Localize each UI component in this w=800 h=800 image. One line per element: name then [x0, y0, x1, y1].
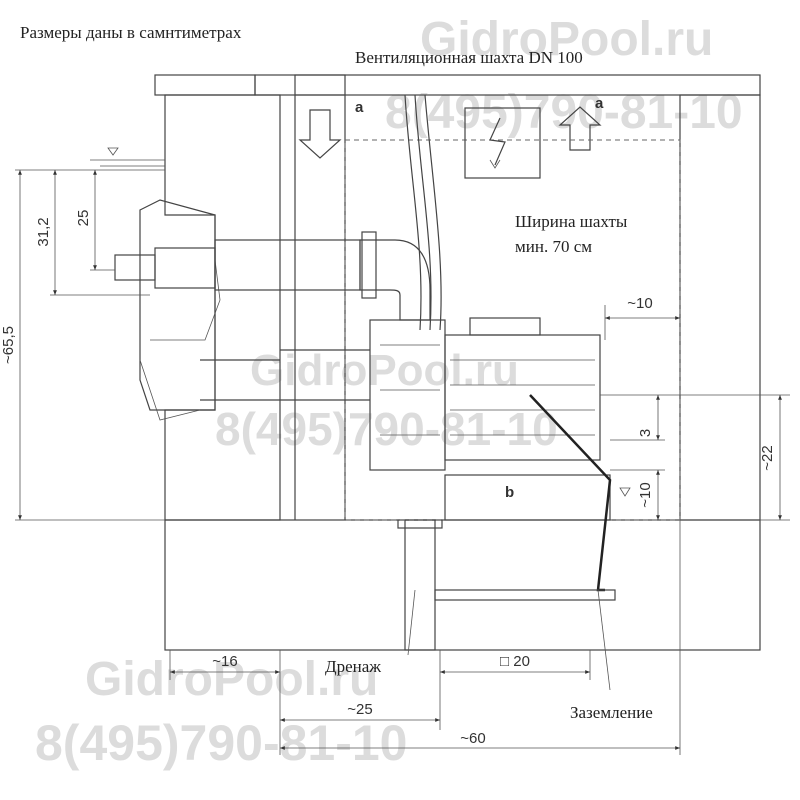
dim-bottom-20: □ 20 — [500, 653, 530, 670]
air-down-arrow-icon — [298, 109, 342, 159]
vent-shaft — [294, 95, 346, 520]
dim-bottom-25: ~25 — [347, 701, 372, 718]
marker-a-left: a — [355, 99, 364, 116]
left-dimensions — [15, 169, 165, 521]
grounding-label: Заземление — [570, 703, 653, 722]
shaft-width-line2: мин. 70 см — [515, 237, 592, 256]
ground-bar — [434, 589, 616, 601]
dim-right-22: ~22 — [759, 445, 776, 470]
pump — [369, 317, 601, 471]
marker-b: b — [505, 484, 514, 501]
watermark-site-mid: GidroPool.ru — [250, 346, 519, 395]
watermark-phone-top: 8(495)790-81-10 — [385, 86, 743, 139]
dim-bottom-16: ~16 — [212, 653, 237, 670]
floor-slab — [164, 519, 761, 651]
dim-31-2: 31,2 — [35, 217, 52, 246]
watermark-site-bottom: GidroPool.ru — [85, 653, 378, 706]
air-up-arrow-icon — [558, 106, 602, 151]
lightning-icon — [489, 117, 506, 166]
drain-label: Дренаж — [325, 657, 381, 676]
units-note: Размеры даны в самнтиметрах — [20, 23, 242, 42]
electrical-box — [464, 107, 541, 179]
suction-pipe — [114, 231, 431, 321]
right-dimensions — [600, 305, 790, 521]
terminal-box — [469, 317, 541, 336]
pool-wall — [90, 94, 281, 521]
shaft-outline — [344, 139, 681, 521]
dim-right-3: 3 — [637, 429, 654, 437]
watermark-site-top: GidroPool.ru — [420, 13, 713, 66]
dim-total-height: ~65,5 — [0, 326, 17, 364]
ceiling-slab — [154, 74, 761, 96]
marker-a-right: a — [595, 95, 604, 112]
watermark-phone-bottom: 8(495)790-81-10 — [35, 715, 408, 771]
dim-bottom-60: ~60 — [460, 730, 485, 747]
dim-right-10: ~10 — [637, 482, 654, 507]
shaft-wall-right — [679, 94, 761, 521]
vent-shaft-label: Вентиляционная шахта DN 100 — [355, 48, 583, 67]
dim-side-gap-10: ~10 — [627, 295, 652, 312]
shaft-width-line1: Ширина шахты — [515, 212, 628, 231]
pump-base — [444, 474, 611, 521]
watermark-phone-mid: 8(495)790-81-10 — [215, 403, 558, 455]
bottom-dimensions — [169, 520, 681, 755]
dim-25: 25 — [75, 210, 92, 227]
drain-pipe — [404, 519, 436, 651]
